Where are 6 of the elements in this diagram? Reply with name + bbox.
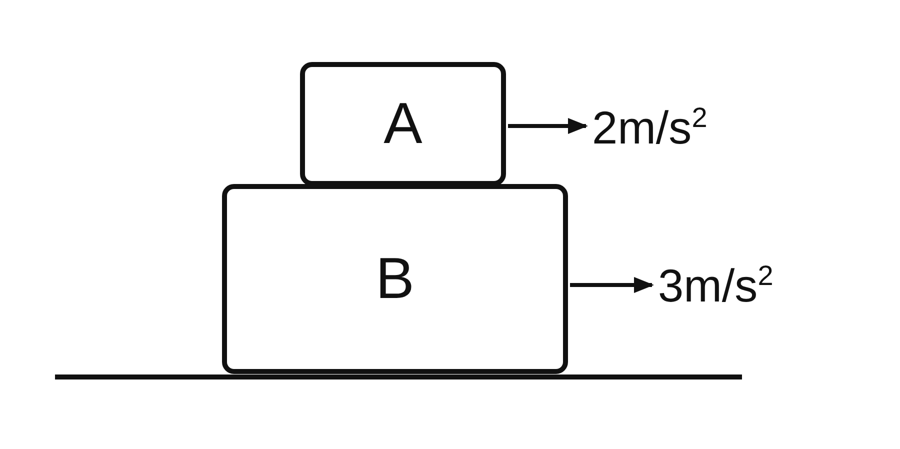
block-label: B [376, 250, 414, 308]
block-box [222, 184, 568, 374]
acceleration-label: 2m/s$^{2}$ [592, 104, 708, 150]
acceleration-label: 3m/s$^{2}$ [658, 262, 774, 308]
block-label: A [384, 95, 422, 153]
block-box [300, 62, 506, 186]
